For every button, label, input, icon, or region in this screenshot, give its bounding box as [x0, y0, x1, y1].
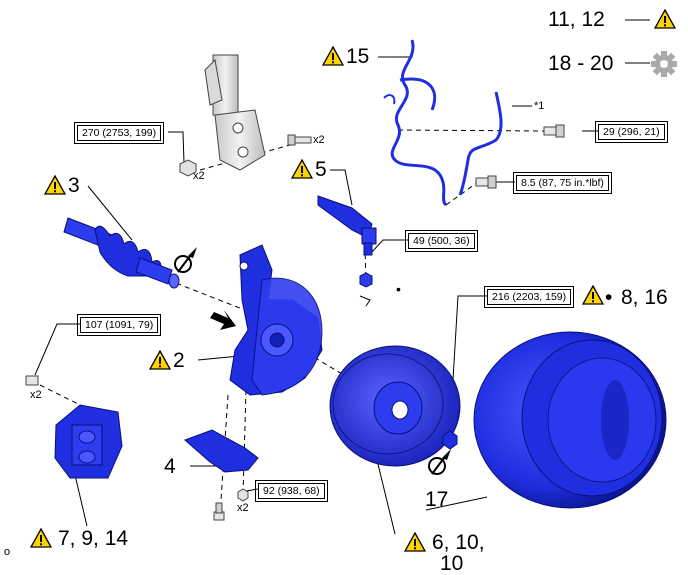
quantity-x2: x2 — [313, 134, 325, 146]
callout-partial: 10 — [440, 552, 464, 575]
sensor-bolt-lower — [475, 175, 497, 189]
leader-lines — [34, 19, 650, 535]
no-reuse-icon-2 — [428, 449, 451, 475]
drive-shaft — [63, 217, 180, 289]
callout-2: 2 — [173, 349, 185, 372]
corner-mark: o — [4, 546, 11, 558]
caliper-bolt — [25, 375, 39, 386]
tire-wheel — [473, 331, 667, 509]
speed-sensor-harness — [383, 39, 503, 207]
shield-nut — [237, 488, 249, 502]
warning-icon — [44, 175, 66, 195]
exploded-diagram — [25, 19, 677, 535]
strut-bolt — [287, 134, 312, 146]
torque-box-107: 107 (1091, 79) — [76, 314, 162, 336]
callout-18-20: 18 - 20 — [548, 52, 614, 75]
brake-disc — [329, 345, 461, 467]
callout-6-10: 6, 10, — [432, 531, 485, 554]
quantity-x2: x2 — [30, 389, 42, 401]
steering-knuckle — [229, 244, 323, 396]
tie-rod-end — [317, 195, 377, 256]
torque-box-49: 49 (500, 36) — [405, 230, 478, 252]
callout-5: 5 — [315, 158, 327, 181]
quantity-x2: x2 — [237, 502, 249, 514]
strut-assembly — [204, 54, 266, 171]
torque-box-92: 92 (938, 68) — [255, 480, 328, 502]
bullet-dot: • — [605, 286, 613, 309]
torque-box-216: 216 (2203, 159) — [483, 286, 575, 308]
brake-caliper — [54, 404, 123, 479]
no-reuse-icon — [174, 247, 197, 273]
warning-icon — [322, 46, 344, 66]
warning-icon — [404, 532, 426, 552]
tie-rod-nut — [359, 272, 373, 288]
splash-shield — [184, 429, 259, 473]
warning-icon — [582, 285, 604, 305]
callout-11-12: 11, 12 — [548, 8, 605, 31]
strut-nut — [179, 159, 197, 177]
sensor-bolt-upper — [543, 124, 565, 138]
shield-bolt — [213, 502, 225, 521]
warning-icon — [654, 9, 676, 29]
bullet-dot: • — [396, 281, 401, 297]
quantity-x2: x2 — [193, 170, 205, 182]
callout-3: 3 — [68, 174, 80, 197]
callout-4: 4 — [164, 455, 176, 478]
insert-arrow — [210, 310, 236, 330]
callout-17: 17 — [425, 488, 449, 511]
hub-nut — [442, 430, 458, 450]
torque-box-29: 29 (296, 21) — [595, 121, 668, 143]
cotter-pin — [359, 295, 371, 307]
gear-icon — [651, 51, 677, 77]
warning-icon — [149, 350, 171, 370]
sensor-note: *1 — [534, 100, 545, 112]
warning-icon — [30, 528, 52, 548]
callout-8-16: 8, 16 — [621, 286, 668, 309]
torque-box-8-5: 8.5 (87, 75 in.*lbf) — [513, 172, 612, 194]
warning-icon — [291, 159, 313, 179]
torque-box-270: 270 (2753, 199) — [73, 122, 165, 144]
callout-7-9-14: 7, 9, 14 — [58, 527, 129, 550]
callout-15: 15 — [346, 45, 370, 68]
